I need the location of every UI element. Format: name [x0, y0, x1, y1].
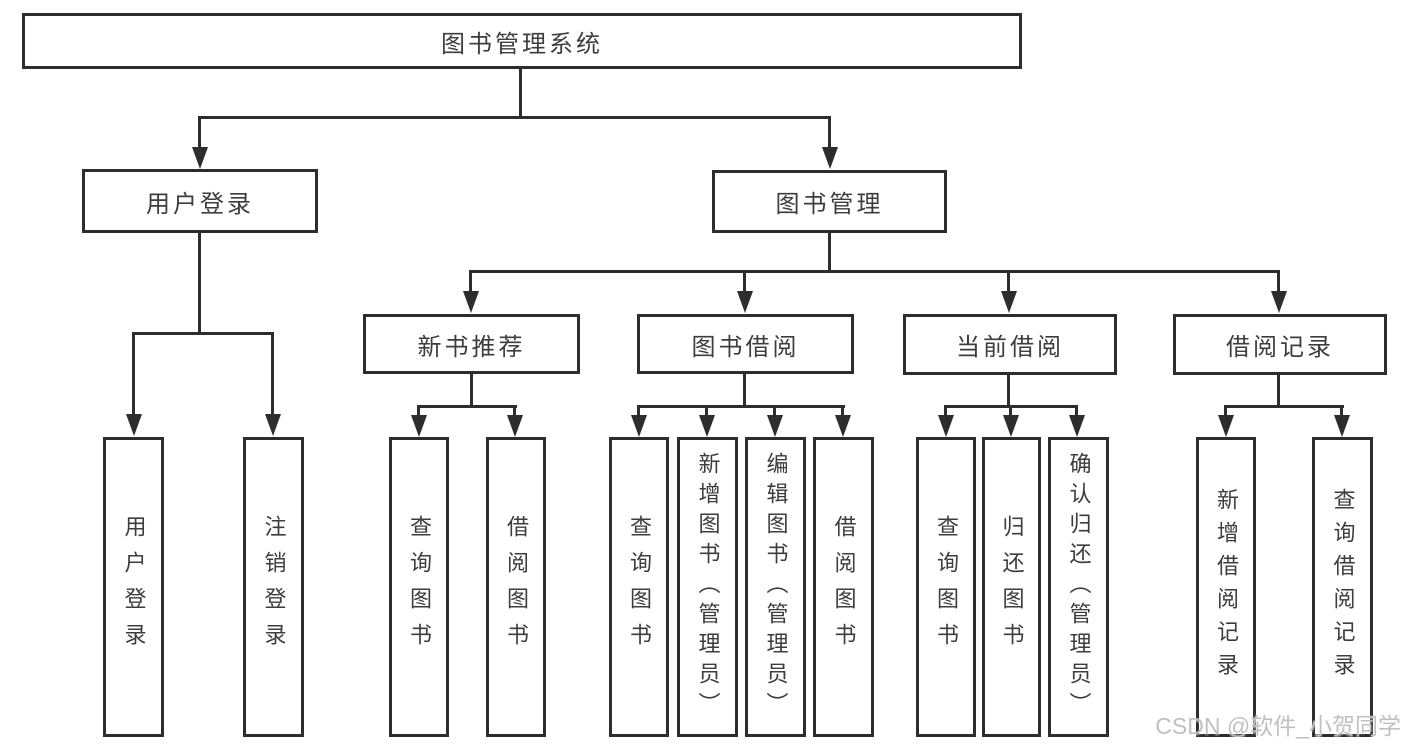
connector-userlogin-drop-1: [132, 332, 135, 414]
connector-bookborrow-rail: [637, 405, 845, 408]
arrowhead-bookborrow-leaf-4: [835, 415, 851, 437]
arrowhead-to-leaf-login: [126, 414, 142, 436]
arrowhead-newbook-leaf-1: [411, 415, 427, 437]
arrowhead-to-book-borrow: [737, 291, 753, 313]
leaf-borrow-query-label: 查询图书: [627, 515, 652, 659]
connector-bookborrow-stem: [743, 374, 746, 408]
arrowhead-currentborrow-leaf-1: [938, 415, 954, 437]
connector-currentborrow-stem: [1007, 375, 1010, 408]
arrowhead-to-current-borrow: [1001, 291, 1017, 313]
node-new-book-label: 新书推荐: [417, 333, 526, 361]
leaf-newbook-query-label: 查询图书: [407, 515, 432, 659]
leaf-borrow-add-admin: 新增图书（管理员）: [677, 437, 738, 737]
node-current-borrow-label: 当前借阅: [956, 334, 1064, 361]
connector-bookmgmt-drop-2: [743, 270, 746, 292]
connector-bookborrow-drop-1: [637, 405, 640, 417]
leaf-current-return: 归还图书: [982, 437, 1041, 737]
leaf-borrow-add-admin-label: 新增图书（管理员）: [695, 452, 721, 722]
node-user-login-label: 用户登录: [146, 190, 254, 218]
leaf-record-query-label: 查询借阅记录: [1330, 488, 1356, 686]
connector-userlogin-stem: [198, 233, 201, 334]
connector-borrowrecord-drop-2: [1340, 405, 1343, 417]
connector-currentborrow-drop-3: [1075, 405, 1078, 417]
connector-newbook-drop-1: [417, 405, 420, 417]
leaf-record-add-label: 新增借阅记录: [1214, 488, 1239, 686]
leaf-newbook-borrow: 借阅图书: [486, 437, 546, 737]
node-borrow-record-label: 借阅记录: [1226, 334, 1334, 361]
node-book-mgmt-label: 图书管理: [775, 191, 884, 218]
leaf-newbook-borrow-label: 借阅图书: [504, 515, 529, 659]
leaf-borrow-edit-admin: 编辑图书（管理员）: [745, 437, 806, 737]
connector-bookmgmt-drop-3: [1007, 270, 1010, 292]
connector-bookmgmt-stem: [828, 233, 831, 273]
arrowhead-to-user-login: [192, 147, 208, 169]
leaf-borrow-query: 查询图书: [609, 437, 669, 737]
arrowhead-bookborrow-leaf-1: [631, 415, 647, 437]
arrowhead-to-leaf-logout: [265, 414, 281, 436]
node-root-label: 图书管理系统: [441, 30, 603, 58]
arrowhead-borrowrecord-leaf-1: [1218, 415, 1234, 437]
connector-bookborrow-drop-2: [705, 405, 708, 417]
arrowhead-currentborrow-leaf-2: [1003, 415, 1019, 437]
leaf-borrow-edit-admin-label: 编辑图书（管理员）: [763, 452, 789, 722]
leaf-user-login: 用户登录: [103, 437, 164, 737]
connector-bookmgmt-rail: [469, 270, 1280, 273]
connector-bookborrow-drop-3: [773, 405, 776, 417]
arrowhead-to-new-book: [463, 291, 479, 313]
connector-userlogin-drop-2: [271, 332, 274, 414]
leaf-borrow-borrow: 借阅图书: [813, 437, 874, 737]
connector-newbook-rail: [417, 405, 517, 408]
node-new-book: 新书推荐: [363, 314, 580, 374]
connector-root-drop-right: [828, 116, 831, 148]
leaf-record-add: 新增借阅记录: [1196, 437, 1256, 737]
leaf-logout-label: 注销登录: [261, 515, 287, 659]
node-root: 图书管理系统: [22, 13, 1022, 69]
connector-currentborrow-drop-2: [1009, 405, 1012, 417]
connector-borrowrecord-drop-1: [1224, 405, 1227, 417]
connector-newbook-drop-2: [513, 405, 516, 417]
connector-bookmgmt-drop-1: [469, 270, 472, 292]
leaf-current-query: 查询图书: [916, 437, 976, 737]
csdn-watermark: CSDN @软件_小贺同学: [1155, 713, 1401, 739]
connector-root-rail: [198, 116, 831, 119]
connector-userlogin-rail: [132, 332, 274, 335]
connector-borrowrecord-stem: [1277, 375, 1280, 408]
arrowhead-currentborrow-leaf-3: [1069, 415, 1085, 437]
connector-borrowrecord-rail: [1224, 405, 1344, 408]
node-current-borrow: 当前借阅: [903, 314, 1117, 375]
connector-currentborrow-drop-1: [944, 405, 947, 417]
node-borrow-record: 借阅记录: [1173, 314, 1387, 375]
node-book-mgmt: 图书管理: [712, 170, 947, 233]
connector-root-stem: [519, 69, 522, 119]
leaf-newbook-query: 查询图书: [389, 437, 449, 737]
arrowhead-bookborrow-leaf-3: [767, 415, 783, 437]
arrowhead-borrowrecord-leaf-2: [1334, 415, 1350, 437]
node-book-borrow: 图书借阅: [637, 314, 854, 374]
leaf-logout: 注销登录: [243, 437, 304, 737]
connector-root-drop-left: [198, 116, 201, 148]
leaf-record-query: 查询借阅记录: [1312, 437, 1373, 737]
leaf-user-login-label: 用户登录: [121, 515, 147, 659]
leaf-current-query-label: 查询图书: [934, 515, 959, 659]
arrowhead-bookborrow-leaf-2: [699, 415, 715, 437]
leaf-current-confirm-admin: 确认归还（管理员）: [1048, 437, 1109, 737]
arrowhead-newbook-leaf-2: [507, 415, 523, 437]
leaf-current-return-label: 归还图书: [999, 515, 1025, 659]
connector-bookborrow-drop-4: [841, 405, 844, 417]
arrowhead-to-borrow-record: [1271, 291, 1287, 313]
connector-newbook-stem: [470, 374, 473, 408]
node-book-borrow-label: 图书借阅: [691, 333, 800, 361]
connector-bookmgmt-drop-4: [1277, 270, 1280, 292]
leaf-current-confirm-admin-label: 确认归还（管理员）: [1066, 452, 1092, 722]
leaf-borrow-borrow-label: 借阅图书: [831, 515, 857, 659]
arrowhead-to-book-mgmt: [822, 147, 838, 169]
node-user-login: 用户登录: [82, 169, 318, 233]
